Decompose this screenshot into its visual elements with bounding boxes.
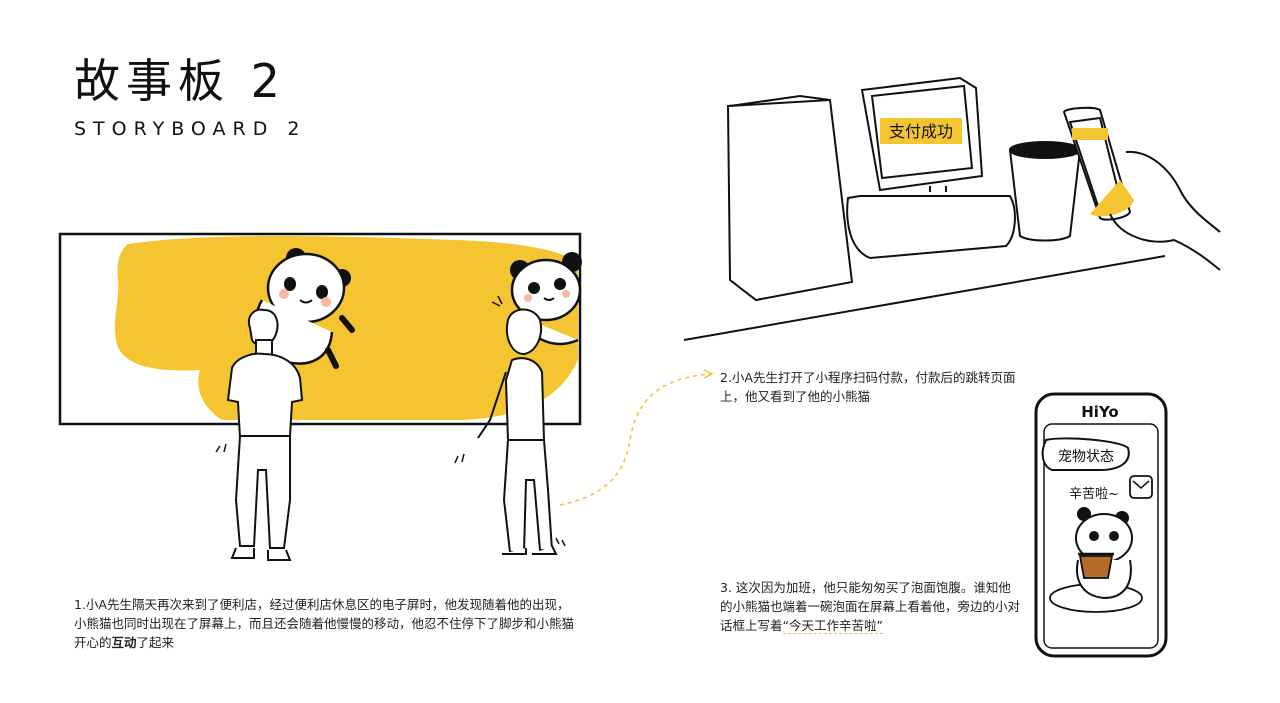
app-name: HiYo [1081, 403, 1119, 421]
page-subtitle: STORYBOARD 2 [74, 118, 307, 140]
pet-status-label: 宠物状态 [1058, 449, 1114, 465]
scene3-caption-quote: “今天工作辛苦啦” [782, 618, 883, 634]
pet-bubble-text: 辛苦啦~ [1069, 486, 1119, 502]
scene1-caption-bold: 互动 [111, 635, 137, 650]
scene3-phone [1034, 392, 1168, 658]
page-title: 故事板 2 [74, 54, 286, 108]
scene1-caption-end: 了起来 [136, 635, 175, 650]
scene3-caption: 3. 这次因为加班，他只能匆匆买了泡面饱腹。谁知他的小熊猫也端着一碗泡面在屏幕上… [720, 578, 1020, 635]
scene2-caption: 2.小A先生打开了小程序扫码付款，付款后的跳转页面上，他又看到了他的小熊猫 [720, 370, 1016, 404]
person-side-view [477, 308, 558, 555]
scene1-caption-text: 1.小A先生隔天再次来到了便利店，经过便利店休息区的电子屏时，他发现随着他的出现… [74, 597, 575, 650]
pay-success-highlight [880, 118, 962, 144]
scene1-caption: 1.小A先生隔天再次来到了便利店，经过便利店休息区的电子屏时，他发现随着他的出现… [74, 595, 574, 652]
phone-status-tag [1072, 128, 1108, 140]
scene2-illustration [683, 76, 1221, 341]
scene1-illustration [58, 232, 714, 561]
scene3-caption-text: 3. 这次因为加班，他只能匆匆买了泡面饱腹。谁知他的小熊猫也端着一碗泡面在屏幕上… [720, 580, 1021, 633]
panda-on-screen-2 [510, 252, 582, 346]
pay-success-text: 支付成功 [889, 122, 953, 141]
person-back-view [226, 308, 304, 561]
